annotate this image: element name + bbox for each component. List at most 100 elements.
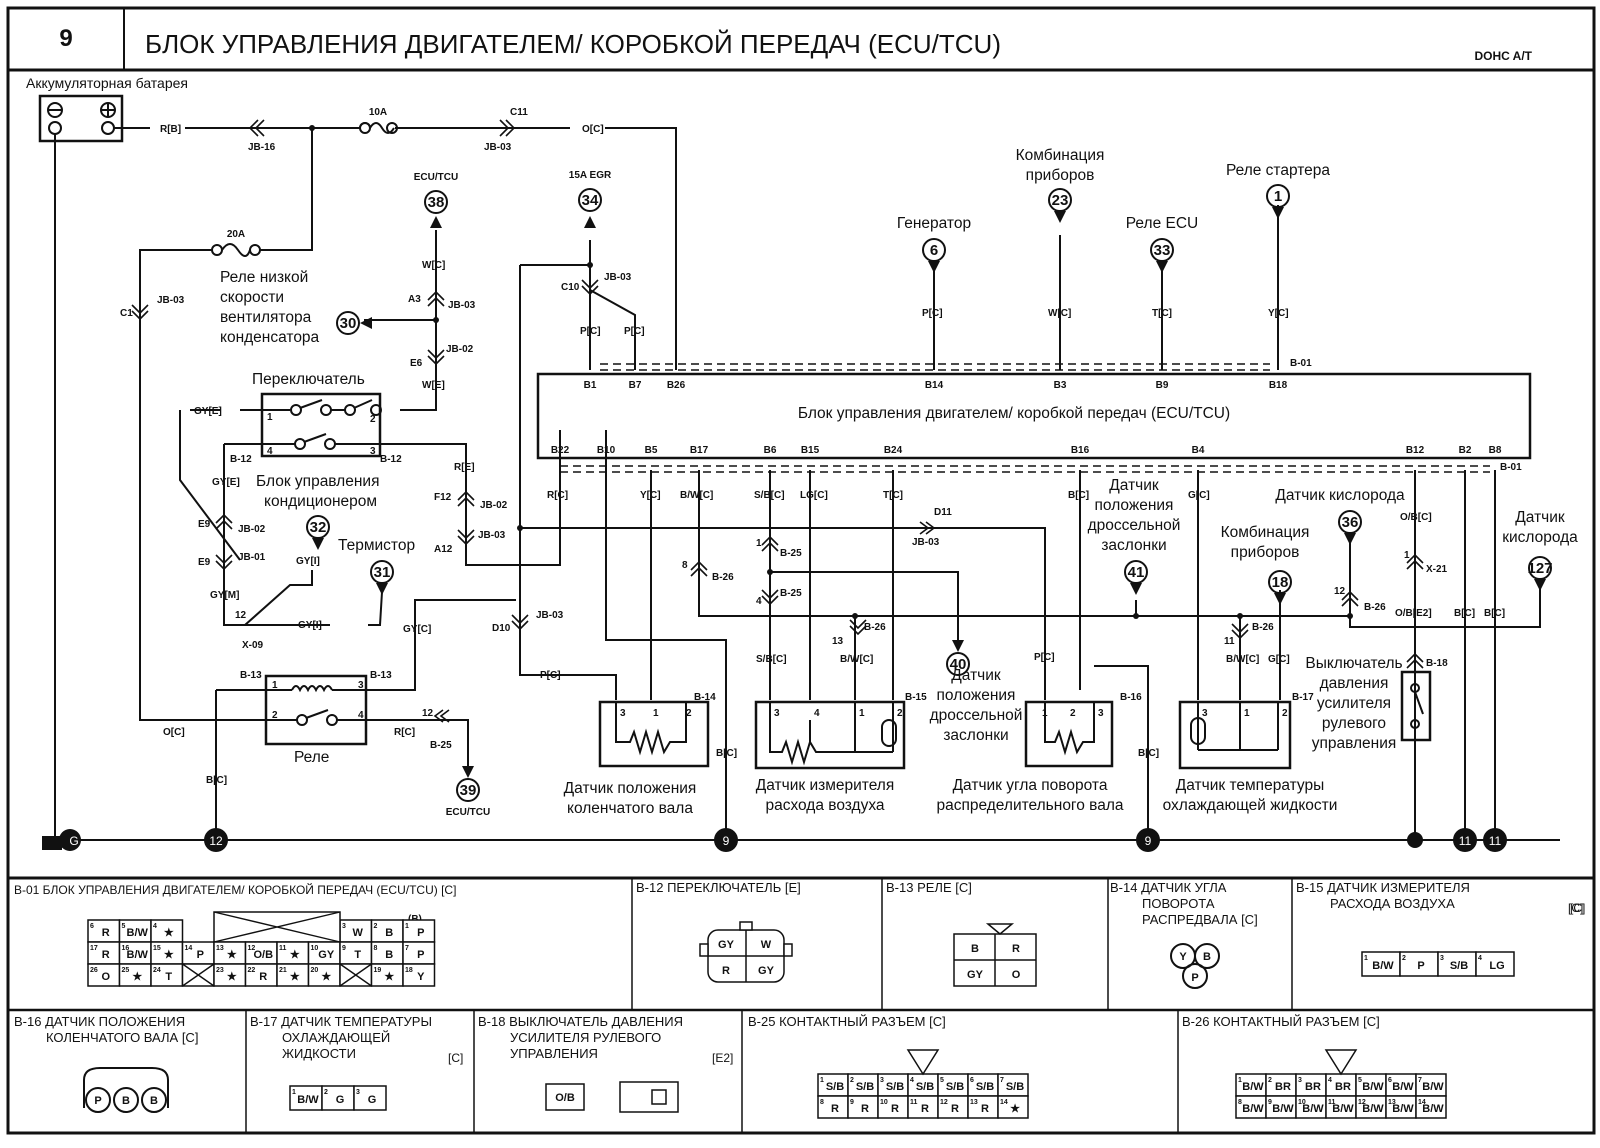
svg-text:B18: B18 bbox=[1269, 380, 1288, 391]
svg-text:1: 1 bbox=[1404, 550, 1410, 561]
key-tab-icon bbox=[1324, 1049, 1358, 1076]
pin-number: 7 bbox=[1418, 1077, 1422, 1084]
svg-text:B10: B10 bbox=[597, 445, 616, 456]
ecu-bottom-pins: B22 B10 B5 B17 B6 B15 B24 B16 B4 B12 B2 … bbox=[551, 445, 1502, 456]
svg-text:O/B[E2]: O/B[E2] bbox=[1395, 608, 1432, 619]
pin-color: B/W bbox=[1392, 1103, 1414, 1115]
pin-number: 14 bbox=[185, 945, 193, 952]
svg-text:E9: E9 bbox=[198, 557, 211, 568]
pin-number: 3 bbox=[1298, 1077, 1302, 1084]
connector-labels: JB-16 JB-03 C11 C1 JB-03 A3 JB-03 E6 JB-… bbox=[120, 107, 1522, 751]
svg-text:JB-03: JB-03 bbox=[484, 142, 512, 153]
svg-text:1: 1 bbox=[859, 708, 865, 719]
svg-text:расхода воздуха: расхода воздуха bbox=[765, 797, 884, 814]
svg-text:GY: GY bbox=[758, 965, 775, 977]
b13-title: B-13 РЕЛЕ [C] bbox=[886, 880, 972, 895]
svg-text:Датчик угла поворота: Датчик угла поворота bbox=[953, 777, 1108, 794]
svg-text:B[C]: B[C] bbox=[1484, 608, 1505, 619]
svg-text:40: 40 bbox=[950, 656, 967, 673]
relay-pin: 1 bbox=[272, 680, 278, 691]
cam-sensor: 1 2 3 bbox=[1024, 700, 1114, 768]
svg-text:Генератор: Генератор bbox=[897, 215, 971, 232]
svg-text:30: 30 bbox=[340, 315, 357, 332]
pin-color: B/W bbox=[1422, 1081, 1444, 1093]
svg-text:C11: C11 bbox=[510, 107, 528, 118]
pin-color: T bbox=[354, 949, 361, 961]
svg-text:S/B[C]: S/B[C] bbox=[756, 654, 787, 665]
pin-number: 14 bbox=[1418, 1099, 1426, 1106]
svg-text:1: 1 bbox=[1274, 188, 1282, 205]
pin-color: P bbox=[197, 949, 204, 961]
pin-color: G bbox=[368, 1094, 377, 1106]
svg-text:1: 1 bbox=[1244, 708, 1250, 719]
pin-color: GY bbox=[318, 949, 335, 961]
svg-text:P: P bbox=[1191, 972, 1198, 984]
svg-text:B/W[C]: B/W[C] bbox=[680, 490, 713, 501]
power-steering-switch bbox=[1400, 670, 1432, 742]
relay-pin: 4 bbox=[358, 710, 364, 721]
svg-text:скорости: скорости bbox=[220, 289, 284, 306]
svg-text:Реле ECU: Реле ECU bbox=[1126, 215, 1198, 232]
pin-number: 9 bbox=[342, 945, 346, 952]
svg-text:GY[C]: GY[C] bbox=[403, 624, 431, 635]
b14-connector: Y B P bbox=[1170, 943, 1220, 989]
pin-color: ★ bbox=[164, 927, 174, 939]
key-tab-icon bbox=[906, 1049, 940, 1076]
svg-text:W[E]: W[E] bbox=[422, 380, 445, 391]
svg-text:3: 3 bbox=[1202, 708, 1208, 719]
pin-number: 5 bbox=[1358, 1077, 1362, 1084]
svg-text:Y[C]: Y[C] bbox=[1268, 308, 1289, 319]
pin-number: 21 bbox=[279, 967, 287, 974]
ref-circles: ECU/TCU 38 15A EGR 34 30 Генератор 6 Ком… bbox=[306, 147, 1553, 818]
svg-text:18: 18 bbox=[1272, 574, 1289, 591]
svg-text:1: 1 bbox=[1042, 708, 1048, 719]
b26-connector-grid: 1B/W2BR3BR4BR5B/W6B/W7B/W8B/W9B/W10B/W11… bbox=[1235, 1049, 1447, 1119]
pin-number: 23 bbox=[216, 967, 224, 974]
svg-text:вентилятора: вентилятора bbox=[220, 309, 312, 326]
connector-cell bbox=[1475, 951, 1515, 977]
connector-cell bbox=[402, 963, 436, 987]
pin-color: W bbox=[353, 927, 364, 939]
svg-text:P[C]: P[C] bbox=[540, 670, 561, 681]
svg-text:13: 13 bbox=[832, 636, 844, 647]
svg-text:E9: E9 bbox=[198, 519, 211, 530]
connector-cell bbox=[1415, 1095, 1447, 1119]
ac-control-label-2: кондиционером bbox=[264, 493, 377, 510]
svg-text:P[C]: P[C] bbox=[922, 308, 943, 319]
svg-text:B-25: B-25 bbox=[430, 740, 452, 751]
svg-text:2: 2 bbox=[1070, 708, 1076, 719]
svg-text:B-18: B-18 bbox=[1426, 658, 1448, 669]
pin-color: S/B bbox=[856, 1081, 874, 1093]
svg-text:3: 3 bbox=[1098, 708, 1104, 719]
switch-pin: 1 bbox=[267, 412, 273, 423]
svg-text:B-01: B-01 bbox=[1290, 358, 1312, 369]
svg-text:JB-03: JB-03 bbox=[536, 610, 564, 621]
pin-color: B/W bbox=[1362, 1103, 1384, 1115]
svg-text:Реле стартера: Реле стартера bbox=[1226, 162, 1330, 179]
b18-title-3: УПРАВЛЕНИЯ bbox=[510, 1046, 598, 1061]
svg-text:ECU/TCU: ECU/TCU bbox=[446, 807, 490, 818]
pin-color: B/W bbox=[1372, 960, 1394, 972]
switch-contacts-icon bbox=[224, 399, 400, 450]
svg-text:JB-03: JB-03 bbox=[478, 530, 506, 541]
svg-text:11: 11 bbox=[1224, 636, 1235, 647]
pin-number: 2 bbox=[374, 923, 378, 930]
b16-connector: P B B bbox=[83, 1067, 169, 1113]
svg-text:4: 4 bbox=[756, 596, 762, 607]
pin-color: Y bbox=[417, 971, 425, 983]
svg-text:X-09: X-09 bbox=[242, 640, 264, 651]
pin-number: 11 bbox=[279, 945, 287, 952]
b14-title: B-14 ДАТЧИК УГЛА bbox=[1110, 880, 1227, 895]
b17-title-2: ОХЛАЖДАЮЩЕЙ bbox=[282, 1030, 390, 1045]
svg-text:GY: GY bbox=[718, 939, 735, 951]
pin-number: 6 bbox=[1388, 1077, 1392, 1084]
pin-color: ★ bbox=[384, 971, 394, 983]
pin-number: 12 bbox=[1358, 1099, 1366, 1106]
fan-relay-label: Реле низкой скорости вентилятора конденс… bbox=[220, 269, 320, 346]
svg-text:B-26: B-26 bbox=[864, 622, 886, 633]
svg-text:B2: B2 bbox=[1459, 445, 1472, 456]
svg-text:Датчик: Датчик bbox=[1515, 509, 1565, 526]
svg-text:11: 11 bbox=[1489, 834, 1502, 848]
svg-text:B: B bbox=[971, 943, 979, 955]
svg-text:B-12: B-12 bbox=[230, 454, 252, 465]
